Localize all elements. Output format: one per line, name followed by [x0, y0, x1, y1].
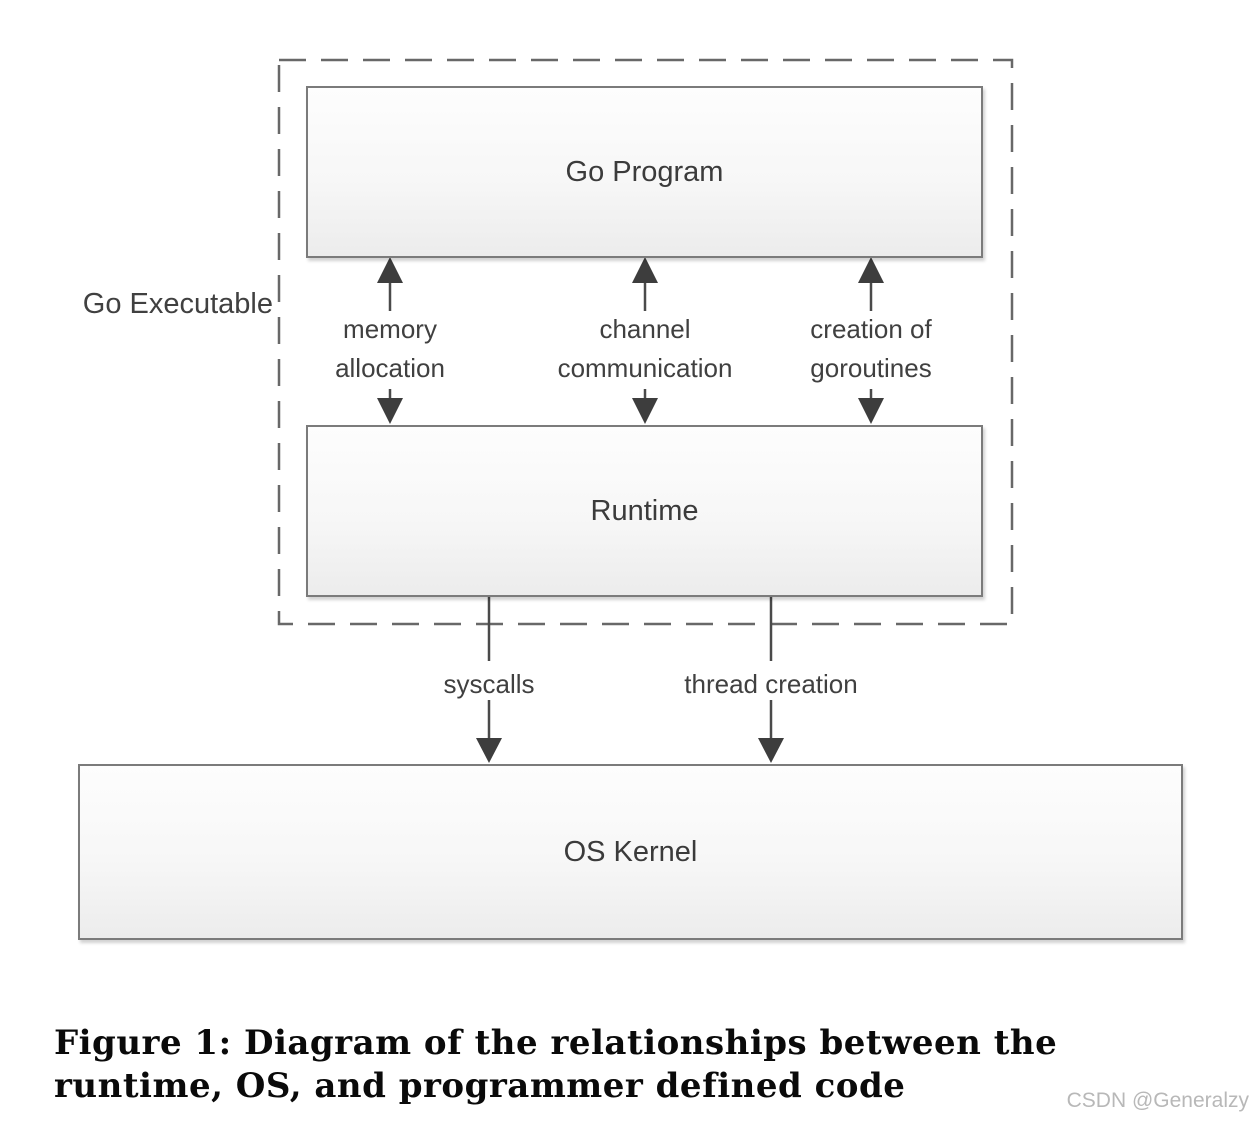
- runtime-box: Runtime: [306, 425, 983, 597]
- bidirectional-arrow-memory-allocation: [377, 257, 403, 424]
- arrow-down-icon: [858, 398, 884, 424]
- go-program-box: Go Program: [306, 86, 983, 258]
- arrow-syscalls: [476, 597, 502, 763]
- arrow-down-icon: [476, 738, 502, 763]
- runtime-box-label: Runtime: [590, 494, 699, 527]
- watermark: CSDN @Generalzy: [1066, 1089, 1249, 1112]
- arrow-thread-creation: [758, 597, 784, 763]
- bidirectional-arrow-channel-communication: [632, 257, 658, 424]
- thread-creation-label: thread creation: [684, 669, 858, 699]
- go-program-box-label: Go Program: [565, 155, 724, 188]
- os-kernel-box: OS Kernel: [78, 764, 1183, 940]
- figure-caption: Figure 1: Diagram of the relationships b…: [54, 1023, 1058, 1106]
- memory-allocation-label: memory allocation: [335, 314, 445, 383]
- channel-communication-label: channel communication: [557, 314, 733, 383]
- creation-of-goroutines-label: creation of goroutines: [810, 314, 932, 383]
- arrow-down-icon: [632, 398, 658, 424]
- bidirectional-arrow-creation-of-goroutines: [858, 257, 884, 424]
- os-kernel-box-label: OS Kernel: [563, 835, 698, 868]
- arrow-down-icon: [377, 398, 403, 424]
- arrow-down-icon: [758, 738, 784, 763]
- go-executable-label: Go Executable: [82, 288, 273, 320]
- arrow-up-icon: [632, 257, 658, 283]
- arrow-up-icon: [377, 257, 403, 283]
- syscalls-label: syscalls: [443, 669, 535, 699]
- arrow-up-icon: [858, 257, 884, 283]
- go-executable-dashed-border: [277, 58, 1014, 626]
